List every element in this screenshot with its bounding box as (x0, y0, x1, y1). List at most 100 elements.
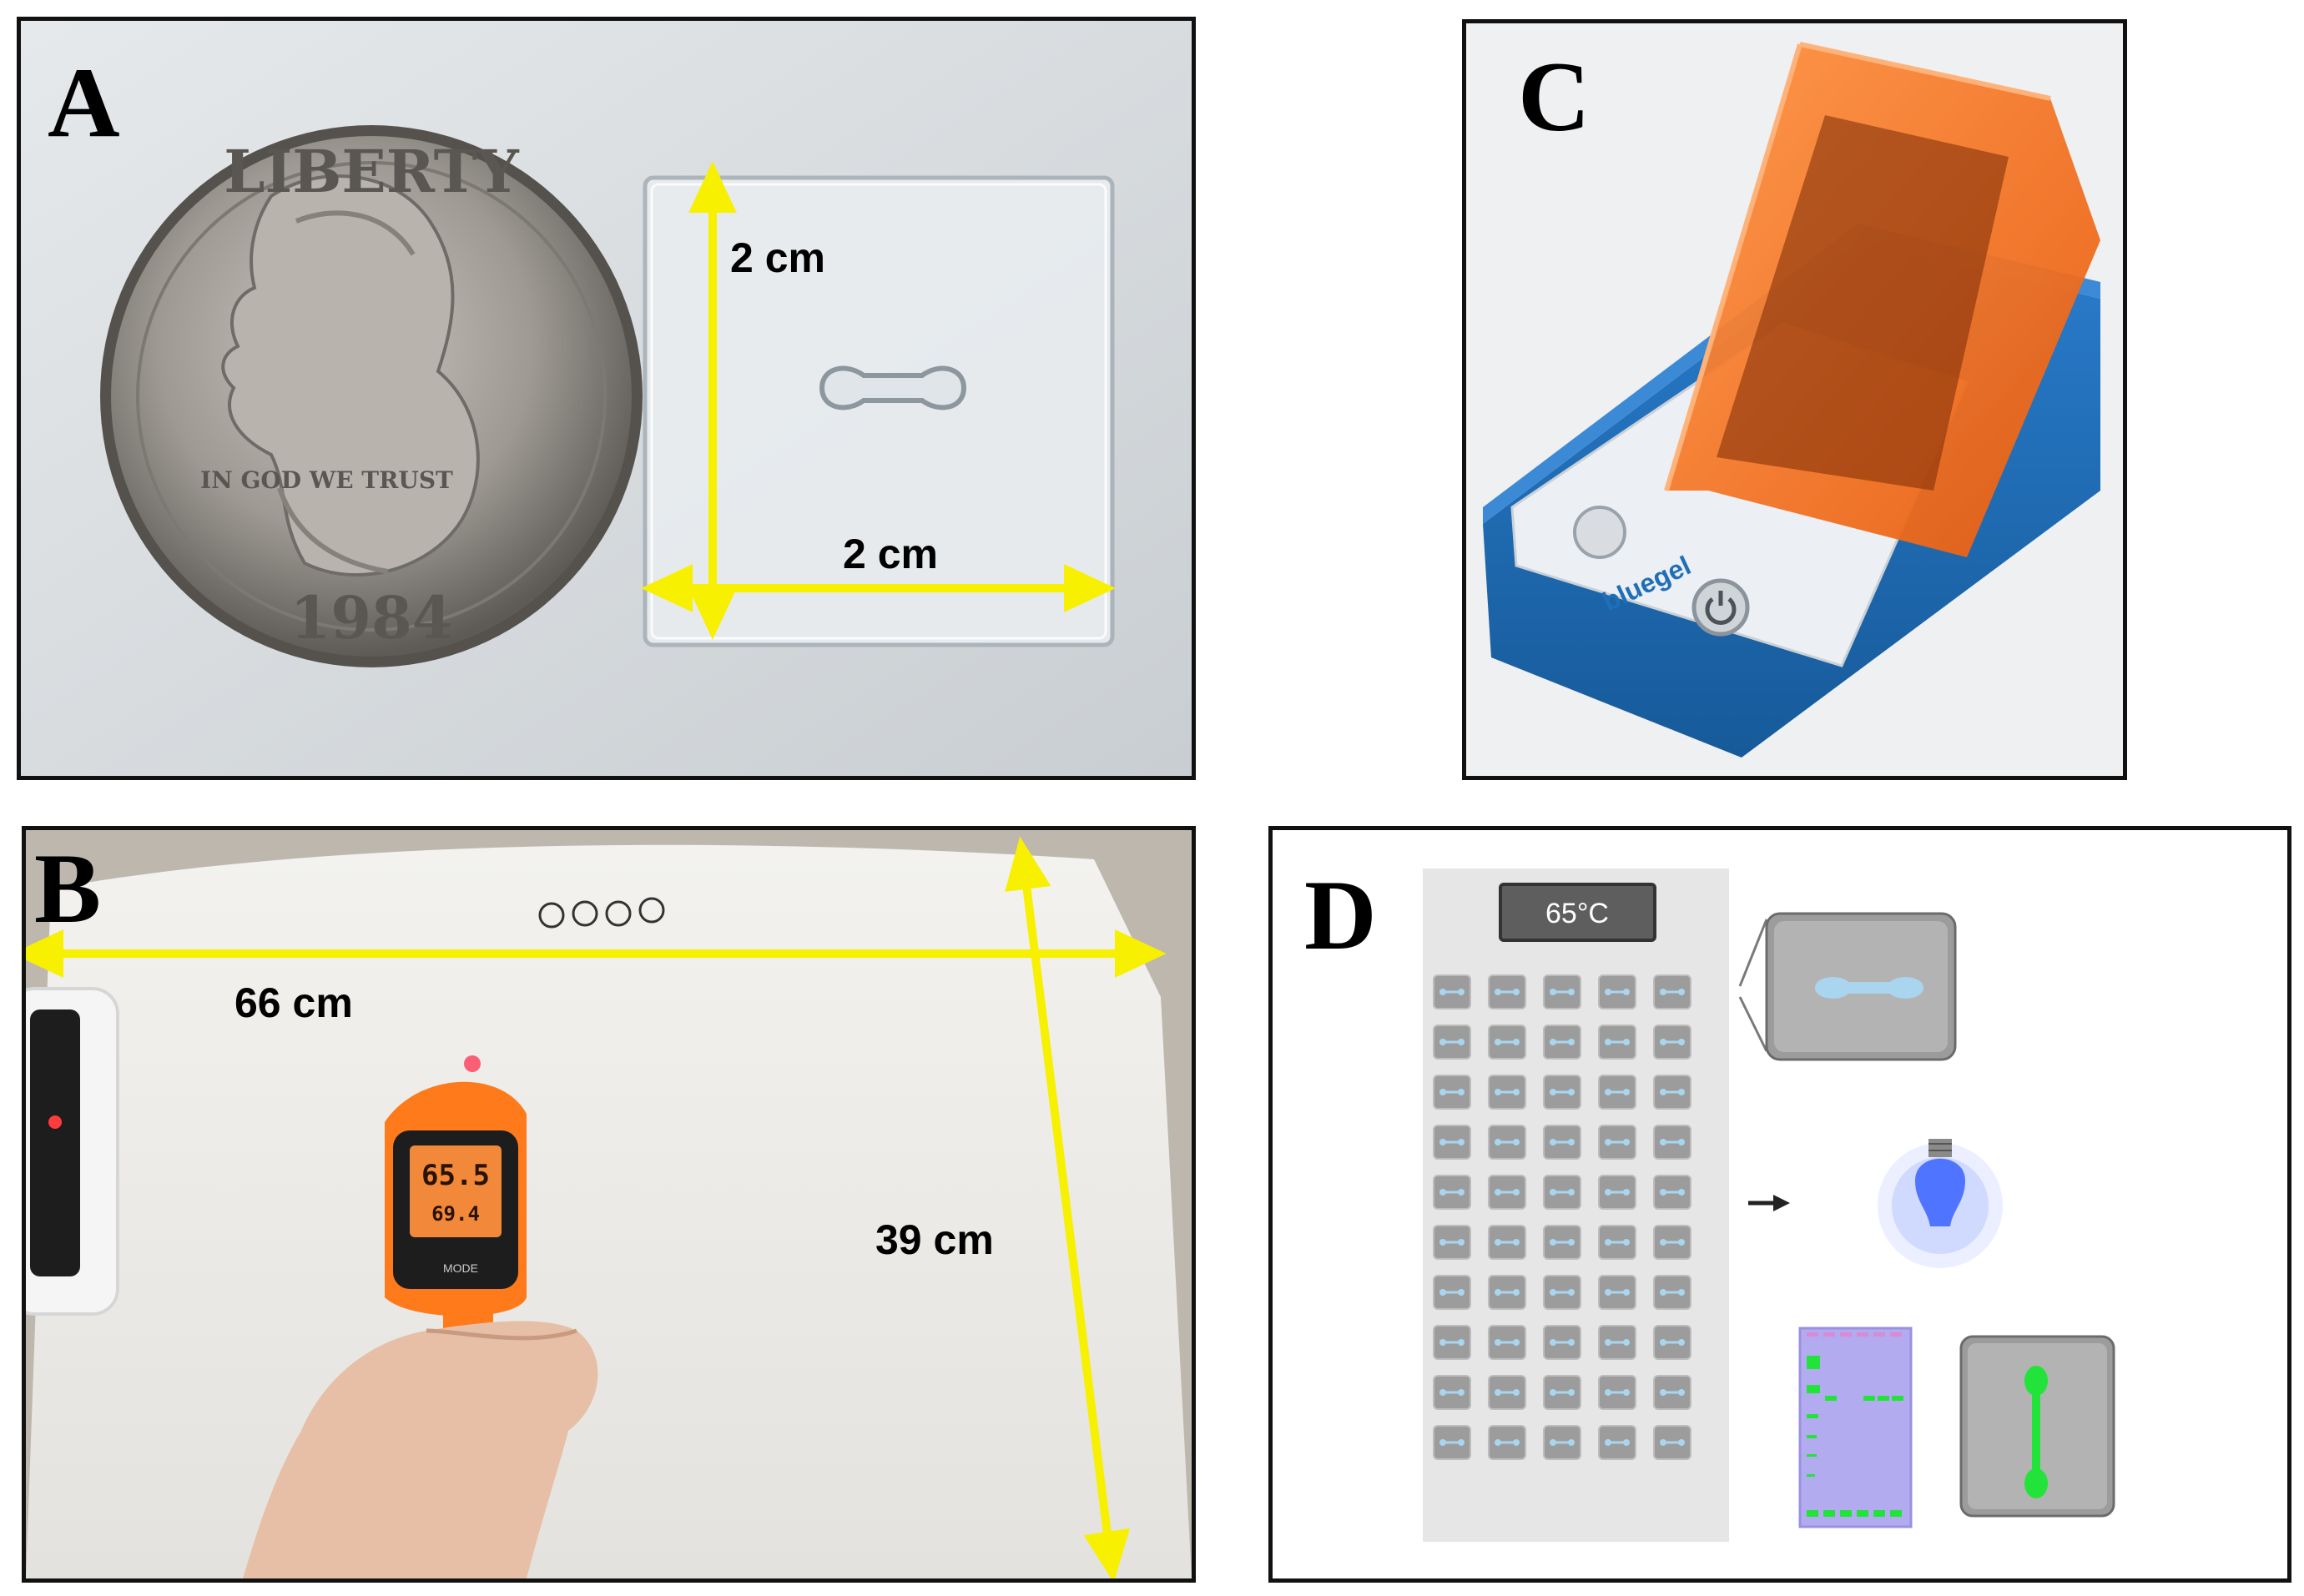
chip (1543, 1125, 1581, 1160)
laser-dot (464, 1055, 481, 1072)
chip (1653, 1375, 1691, 1410)
chip (1488, 1275, 1526, 1310)
gel-well (1840, 1332, 1852, 1337)
chip (1598, 1325, 1636, 1360)
coin-year-text: 1984 (290, 583, 453, 652)
panel-d: D 65°C (1268, 826, 2291, 1583)
gel-image (1798, 1327, 1913, 1528)
chip (1433, 1175, 1471, 1210)
chip (1433, 1325, 1471, 1360)
chip (1653, 1025, 1691, 1060)
pad-width-label: 66 cm (234, 979, 353, 1026)
gel-band (1840, 1510, 1852, 1517)
chip (1543, 1375, 1581, 1410)
chip (1598, 1275, 1636, 1310)
chip (1488, 1225, 1526, 1260)
gel-band (1857, 1510, 1868, 1517)
panel-b: 65.5 69.4 MODE B 66 cm 39 cm (22, 826, 1196, 1583)
pad-dimension-arrows (26, 836, 1167, 1578)
bluegel-device-image: bluegel (1466, 23, 2123, 776)
gel-band (1823, 1510, 1835, 1517)
coin-liberty-text: LIBERTY (224, 137, 520, 206)
chip (1598, 1125, 1636, 1160)
chip (1488, 974, 1526, 1009)
quarter-coin-image (100, 125, 643, 667)
arrow-right-icon (1748, 1195, 1790, 1211)
chip (1653, 1075, 1691, 1110)
chip (1598, 1075, 1636, 1110)
panel-c: bluegel C (1462, 19, 2127, 780)
chip (1653, 1225, 1691, 1260)
coin-motto-text: IN GOD WE TRUST (200, 466, 453, 494)
temperature-display (1499, 883, 1656, 942)
light-bulb-icon (1878, 1139, 2003, 1268)
chip (1653, 974, 1691, 1009)
chip (1488, 1125, 1526, 1160)
chip (1488, 1425, 1526, 1460)
panel-letter-d: D (1304, 859, 1377, 970)
chip (1488, 1325, 1526, 1360)
panel-letter-b: B (34, 833, 102, 944)
chip (1598, 1225, 1636, 1260)
warning-symbols (538, 897, 665, 929)
chip (1653, 1125, 1691, 1160)
chip (1433, 1375, 1471, 1410)
thermometer-sub-reading: 69.4 (431, 1202, 480, 1226)
gel-band (1807, 1414, 1818, 1418)
chip (1433, 1075, 1471, 1110)
thermometer-mode-label: MODE (443, 1261, 478, 1275)
chip-dimension-arrows (641, 161, 1116, 640)
chip-grid (1433, 974, 1691, 1460)
panel-letter-c: C (1518, 41, 1591, 152)
chip (1598, 1175, 1636, 1210)
chip-width-label: 2 cm (843, 531, 938, 577)
chip (1433, 1125, 1471, 1160)
chip (1488, 1375, 1526, 1410)
pad-height-label: 39 cm (875, 1216, 994, 1263)
chip (1543, 974, 1581, 1009)
gel-band (1807, 1510, 1818, 1517)
result-chip (1959, 1335, 2115, 1518)
gel-band (1825, 1396, 1837, 1401)
chip (1653, 1325, 1691, 1360)
chip (1433, 1225, 1471, 1260)
chip (1598, 1425, 1636, 1460)
chip (1543, 1275, 1581, 1310)
pdms-chip-image (643, 175, 1115, 647)
chip (1543, 1325, 1581, 1360)
gel-well (1823, 1332, 1835, 1337)
panel-d-schematic: 65°C (1423, 868, 2115, 1542)
zoom-callout (1738, 912, 1957, 1061)
panel-a: LIBERTY IN GOD WE TRUST 1984 A 2 cm 2 cm (17, 17, 1196, 780)
gel-band (1807, 1385, 1820, 1393)
gel-band (1807, 1454, 1817, 1457)
heating-pad-image: 65.5 69.4 MODE (26, 830, 1192, 1578)
gel-band (1807, 1435, 1817, 1438)
panel-a-photo: LIBERTY IN GOD WE TRUST 1984 (21, 21, 1192, 776)
hand-image (243, 1321, 598, 1578)
gel-band (1892, 1396, 1903, 1401)
controller-image (26, 987, 119, 1316)
chip (1543, 1025, 1581, 1060)
gel-band (1807, 1356, 1820, 1369)
chip (1488, 1025, 1526, 1060)
temperature-readout: 65°C (1545, 898, 1609, 929)
gel-well (1807, 1332, 1818, 1337)
chip (1653, 1175, 1691, 1210)
gel-band (1873, 1510, 1885, 1517)
chip (1488, 1075, 1526, 1110)
gel-band (1878, 1396, 1889, 1401)
chip (1598, 974, 1636, 1009)
panel-letter-a: A (48, 47, 120, 158)
chip (1598, 1025, 1636, 1060)
chip (1543, 1425, 1581, 1460)
gel-band (1863, 1396, 1875, 1401)
gel-well (1890, 1332, 1902, 1337)
chip (1543, 1175, 1581, 1210)
gel-band (1807, 1474, 1815, 1477)
chip (1433, 1275, 1471, 1310)
infrared-thermometer-image: 65.5 69.4 MODE (385, 1055, 527, 1431)
chip (1433, 974, 1471, 1009)
chip (1433, 1425, 1471, 1460)
power-icon (1691, 578, 1750, 637)
